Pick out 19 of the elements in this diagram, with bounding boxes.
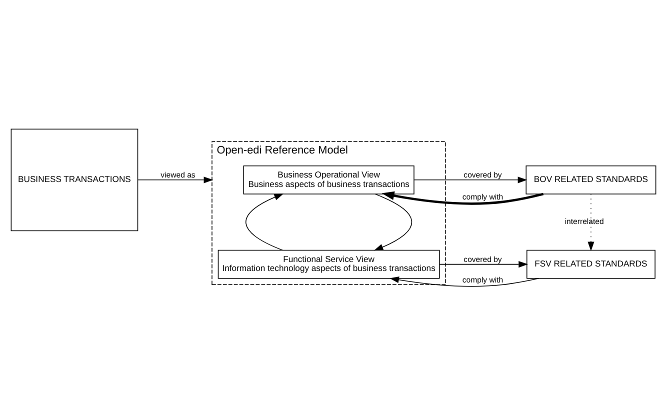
arrow: [390, 276, 540, 287]
edge-label: covered by: [464, 254, 502, 264]
edge-label: interrelated: [564, 217, 604, 226]
node-box: Functional Service View Information technology aspects of business transactions: [218, 250, 440, 279]
arrow: [588, 194, 594, 252]
edge-label: viewed as: [160, 170, 196, 180]
node-box: BUSINESS TRANSACTIONS: [10, 128, 138, 232]
node-box: Business Operational View Business aspects of business transactions: [243, 165, 414, 194]
edge-label: covered by: [464, 170, 502, 180]
edge-label: comply with: [462, 275, 504, 284]
node-box: BOV RELATED STANDARDS: [526, 165, 656, 194]
arrow: [382, 191, 544, 205]
node-box: FSV RELATED STANDARDS: [526, 250, 656, 279]
arrow: [439, 261, 528, 268]
arrow: [246, 194, 284, 251]
arrow: [414, 176, 528, 184]
arrow: [374, 194, 412, 251]
edge-label: comply with: [462, 192, 504, 202]
arrow: [138, 176, 214, 184]
